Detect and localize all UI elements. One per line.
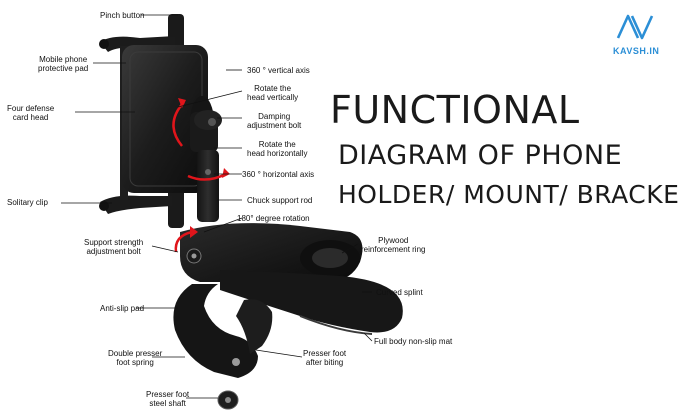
label-anti-slip-pad: Anti-slip pad (100, 304, 145, 313)
label-presser-after-line1: Presser foot (303, 349, 347, 358)
label-presser-after-line2: after biting (305, 358, 344, 367)
label-180-rotation: 180° degree rotation (237, 214, 310, 223)
swivel-neck (190, 110, 222, 222)
label-presser-shaft-line2: steel shaft (149, 399, 186, 408)
label-support-strength-line2: adjustment bolt (86, 247, 141, 256)
label-support-strength: Support strength adjustment bolt (84, 238, 143, 256)
label-presser-after-biting: Presser foot after biting (303, 349, 346, 367)
label-vertical-axis: 360 ° vertical axis (247, 66, 310, 75)
rotation-arrows (172, 98, 230, 253)
kavsh-logo-icon (616, 14, 654, 40)
label-mobile-pad-line2: protective pad (38, 64, 89, 73)
label-double-presser: Double presser foot spring (108, 349, 162, 367)
label-presser-steel-shaft: Presser foot steel shaft (146, 390, 189, 408)
label-presser-shaft-line1: Presser foot (146, 390, 190, 399)
label-support-strength-line1: Support strength (84, 238, 144, 247)
label-solitary-clip: Solitary clip (7, 198, 48, 207)
label-chuck-support-rod: Chuck support rod (247, 196, 313, 205)
label-rotate-horiz-line2: head horizontally (247, 149, 308, 158)
label-damping-line2: adjustment bolt (247, 121, 302, 130)
label-horizontal-axis: 360 ° horizontal axis (242, 170, 315, 179)
title-line-2: DIAGRAM OF PHONE (338, 140, 623, 171)
label-four-defense: Four defense card head (7, 104, 54, 122)
label-damping-line1: Damping (258, 112, 291, 121)
label-plywood-line2: reinforcement ring (361, 245, 426, 254)
title-line-1: FUNCTIONAL (330, 88, 580, 132)
label-four-defense-line2: card head (12, 113, 49, 122)
label-mobile-protective-pad: Mobile phone protective pad (38, 55, 88, 73)
label-rotate-horiz-line1: Rotate the (258, 140, 296, 149)
presser-foot (173, 284, 273, 410)
mount-base (180, 223, 403, 335)
label-double-presser-line1: Double presser (108, 349, 163, 358)
title-line-3: HOLDER/ MOUNT/ BRACKET (338, 180, 679, 209)
label-damping-bolt: Damping adjustment bolt (247, 112, 301, 130)
label-rotate-vert-line1: Rotate the (254, 84, 292, 93)
label-four-defense-line1: Four defense (7, 104, 55, 113)
label-rotate-vert-line2: head vertically (247, 93, 299, 102)
label-mobile-pad-line1: Mobile phone (39, 55, 88, 64)
label-full-body-mat: Full body non-slip mat (374, 337, 453, 346)
label-rotate-vertically: Rotate the head vertically (247, 84, 298, 102)
label-rotate-horizontally: Rotate the head horizontally (247, 140, 307, 158)
logo-text: KAVSH.IN (613, 46, 660, 56)
label-plywood-ring: Plywood reinforcement ring (361, 236, 425, 254)
label-plywood-line1: Plywood (378, 236, 409, 245)
label-pinch-button: Pinch button (100, 11, 145, 20)
leader-lines (61, 14, 373, 399)
label-double-presser-line2: foot spring (116, 358, 154, 367)
label-curved-splint: Curved splint (376, 288, 423, 297)
